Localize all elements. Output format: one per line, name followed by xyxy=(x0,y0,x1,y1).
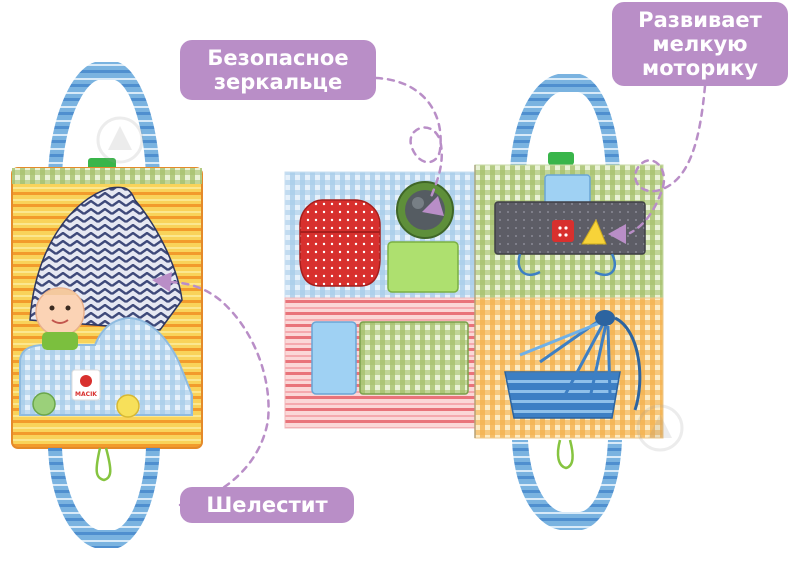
bag-icon xyxy=(299,199,381,287)
arrow-icon xyxy=(152,272,172,292)
callout-rustle-line-1: Шелестит xyxy=(206,493,328,517)
callout-mirror: Безопасное зеркальце xyxy=(180,40,376,100)
callout-rustle: Шелестит xyxy=(180,487,354,523)
arrow-icon xyxy=(422,196,444,216)
callout-motor-skills: Развивает мелкую моторику xyxy=(612,2,788,86)
callout-mirror-line-1: Безопасное xyxy=(207,46,349,70)
tassel-icon xyxy=(519,310,642,411)
arrow-icon xyxy=(608,224,626,244)
open-book xyxy=(284,74,664,530)
callout-motor-line-1: Развивает xyxy=(638,8,762,32)
callout-motor-line-3: моторику xyxy=(642,56,758,80)
handle-icon xyxy=(48,62,160,175)
button-icon xyxy=(32,392,56,416)
handle-icon xyxy=(510,74,620,172)
callout-mirror-line-2: зеркальце xyxy=(213,70,343,94)
button-icon xyxy=(116,394,140,418)
handle-icon xyxy=(512,440,622,530)
callout-lines xyxy=(168,76,707,507)
callout-motor-line-2: мелкую xyxy=(652,32,748,56)
handle-icon xyxy=(48,448,160,548)
watermark-icon xyxy=(96,116,684,452)
brand-tag: MACIK xyxy=(75,391,97,398)
closed-book: MACIK xyxy=(11,62,203,548)
